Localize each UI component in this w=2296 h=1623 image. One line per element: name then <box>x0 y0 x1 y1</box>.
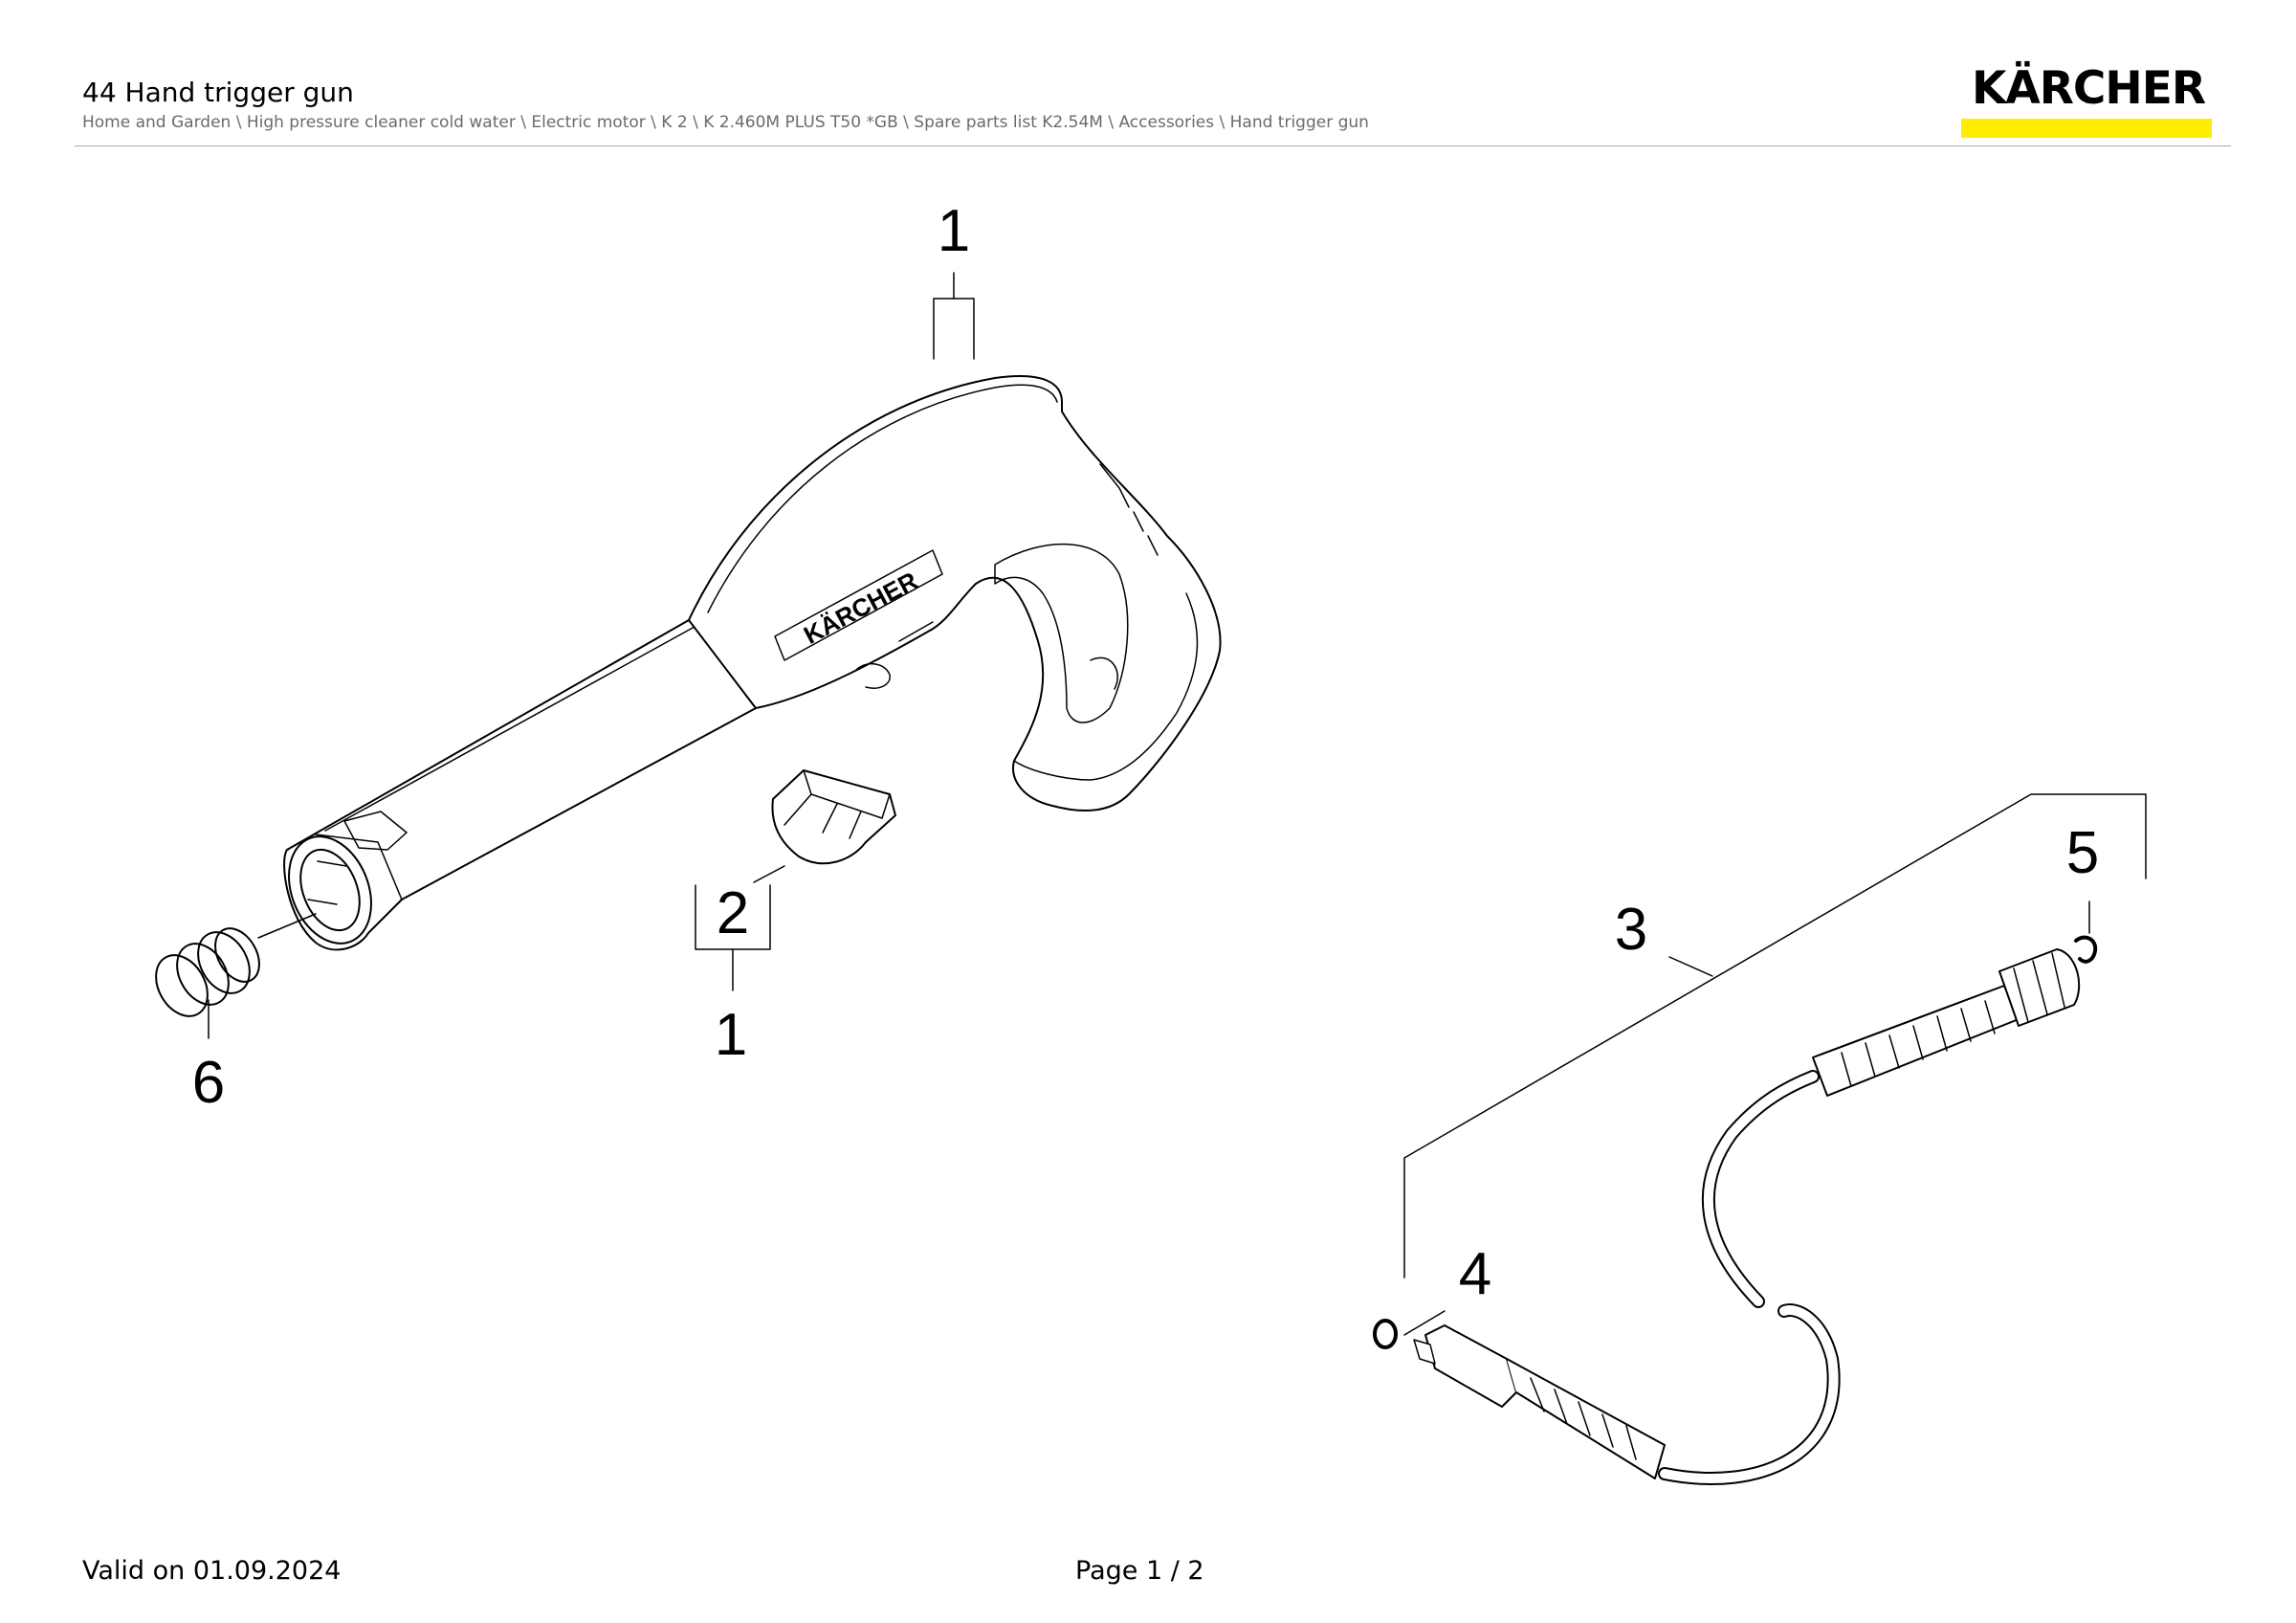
o-ring-5 <box>2074 935 2098 964</box>
leader-lines <box>208 272 2147 1336</box>
callout-1-top[interactable]: 1 <box>938 198 970 264</box>
callout-5[interactable]: 5 <box>2066 820 2099 886</box>
logo-yellow-bar <box>1961 119 2212 138</box>
callout-4[interactable]: 4 <box>1459 1241 1491 1307</box>
locking-clip <box>771 769 896 865</box>
page-number: Page 1 / 2 <box>1075 1556 1204 1586</box>
high-pressure-hose <box>1413 948 2081 1485</box>
logo-text: KÄRCHER <box>1971 62 2206 115</box>
breadcrumb[interactable]: Home and Garden \ High pressure cleaner … <box>82 113 1369 132</box>
o-ring-4 <box>1373 1319 1398 1349</box>
callout-1-bottom[interactable]: 1 <box>715 1002 747 1068</box>
karcher-logo: KÄRCHER <box>1961 63 2216 138</box>
callout-3[interactable]: 3 <box>1615 897 1647 963</box>
coil-spring <box>155 927 260 1017</box>
header-divider <box>75 145 2231 146</box>
callout-6[interactable]: 6 <box>192 1050 225 1116</box>
page-header: 44 Hand trigger gun Home and Garden \ Hi… <box>0 0 2296 153</box>
validity-date: Valid on 01.09.2024 <box>82 1556 342 1586</box>
page-title: 44 Hand trigger gun <box>82 77 354 108</box>
callout-2[interactable]: 2 <box>717 880 749 946</box>
trigger-gun-body: KÄRCHER <box>283 374 1222 951</box>
